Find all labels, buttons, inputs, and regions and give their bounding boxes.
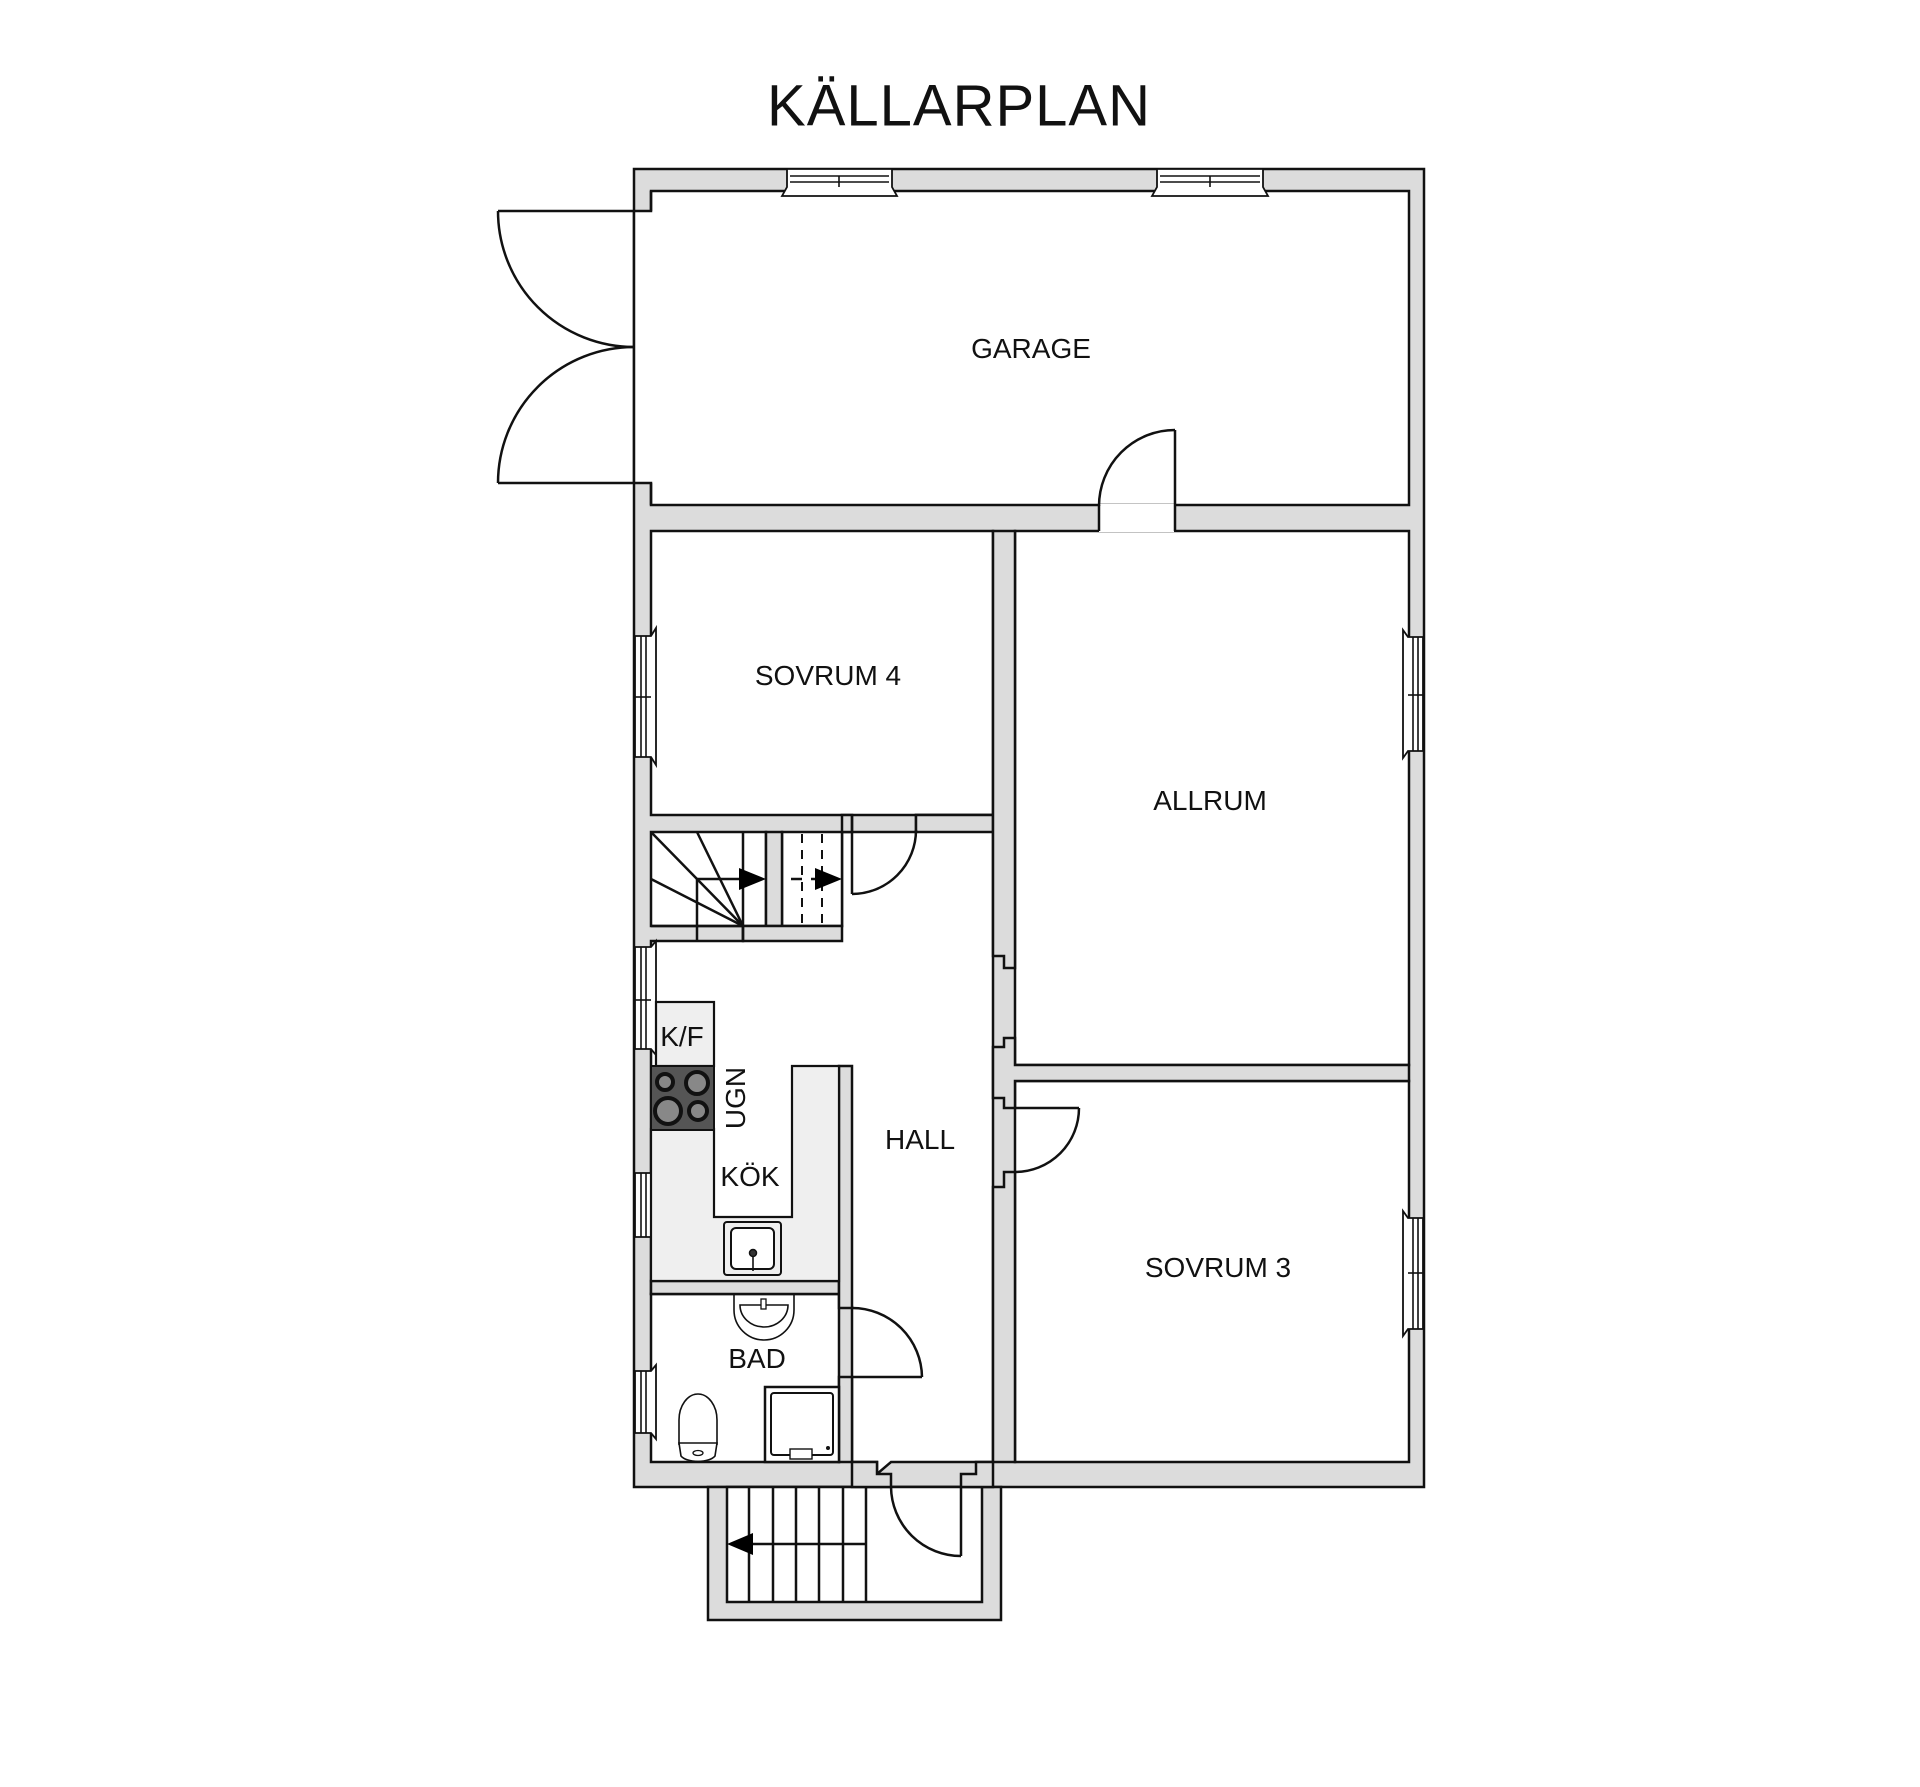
room-label-sovrum4: SOVRUM 4 bbox=[754, 660, 902, 691]
garage-room bbox=[649, 189, 1411, 507]
garage-allrum-door bbox=[1097, 428, 1177, 532]
room-label-bad: BAD bbox=[728, 1343, 786, 1374]
window-icon bbox=[634, 938, 657, 1058]
bath-fixtures bbox=[678, 1295, 841, 1464]
windows bbox=[634, 168, 1424, 1442]
sovrum3-door bbox=[1014, 1106, 1081, 1174]
window-icon bbox=[780, 168, 899, 197]
sovrum3-room bbox=[1013, 1079, 1411, 1464]
interior-walls bbox=[649, 529, 1411, 1489]
room-label-allrum: ALLRUM bbox=[1153, 785, 1267, 816]
window-icon bbox=[1402, 1208, 1424, 1339]
entry-door bbox=[889, 1486, 963, 1558]
arrow-right-icon bbox=[739, 868, 766, 890]
washbasin-icon bbox=[733, 1295, 795, 1341]
window-icon bbox=[634, 1362, 657, 1442]
garage-door bbox=[496, 191, 653, 505]
stair-winder bbox=[650, 831, 766, 941]
arrow-left-icon bbox=[727, 1533, 753, 1555]
stair-dashed bbox=[791, 834, 843, 926]
window-icon bbox=[1150, 168, 1270, 197]
allrum-room bbox=[1013, 529, 1411, 1067]
label-fridge-freezer: K/F bbox=[660, 1021, 704, 1052]
room-label-kok: KÖK bbox=[720, 1161, 780, 1192]
room-label-hall: HALL bbox=[884, 1124, 956, 1155]
entry-stair bbox=[727, 1487, 868, 1602]
label-oven: UGN bbox=[720, 1066, 751, 1130]
sovrum4-door bbox=[850, 815, 918, 896]
sovrum4-room bbox=[649, 529, 995, 817]
toilet-icon bbox=[678, 1393, 718, 1463]
arrow-right-icon bbox=[815, 868, 842, 890]
page-title: KÄLLARPLAN bbox=[767, 73, 1151, 139]
kitchen bbox=[649, 1000, 841, 1283]
sink-icon bbox=[723, 1221, 782, 1276]
window-icon bbox=[634, 624, 657, 769]
room-label-sovrum3: SOVRUM 3 bbox=[1144, 1252, 1292, 1283]
window-icon bbox=[1402, 627, 1424, 761]
room-label-garage: GARAGE bbox=[971, 333, 1091, 364]
bad-door bbox=[851, 1306, 924, 1379]
fridge-freezer bbox=[654, 1000, 716, 1068]
shower-icon bbox=[763, 1385, 841, 1464]
